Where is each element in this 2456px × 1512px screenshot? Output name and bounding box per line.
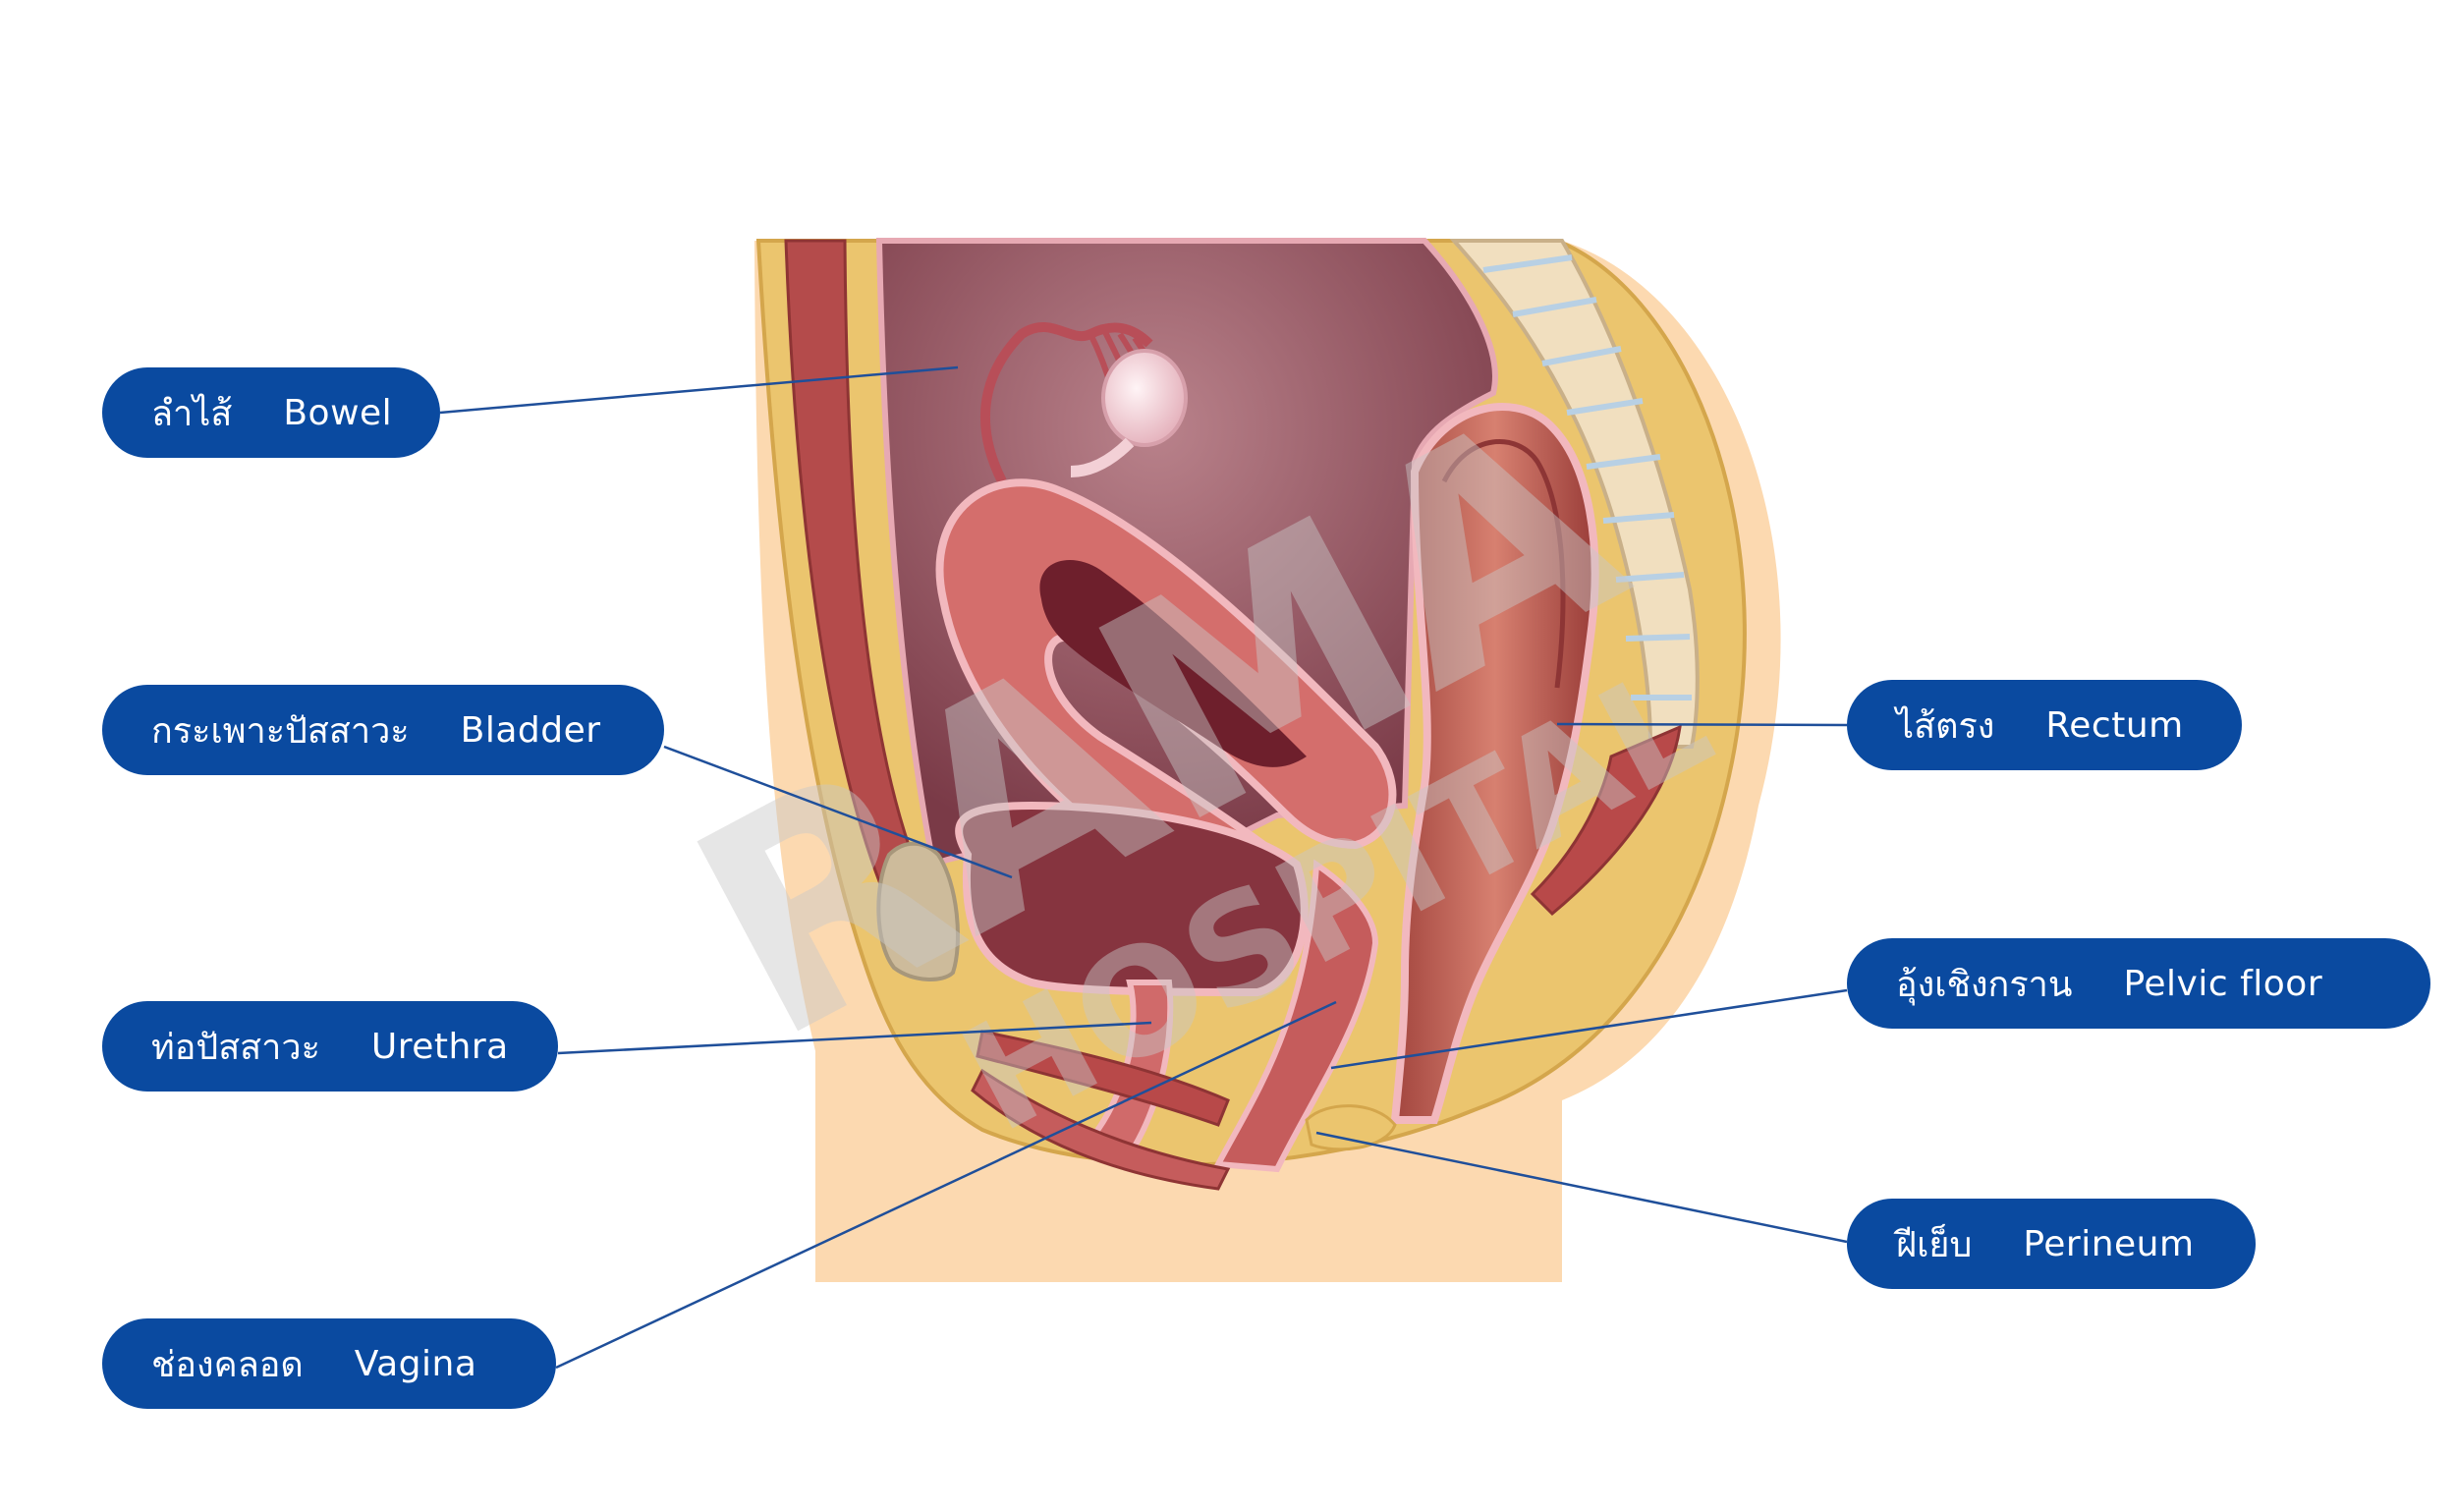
label-vagina-en: Vagina xyxy=(354,1343,477,1384)
label-bowel-en: Bowel xyxy=(283,392,393,433)
label-perineum: ฝีเย็บ Perineum xyxy=(1847,1199,2256,1289)
label-perineum-en: Perineum xyxy=(2023,1223,2195,1264)
label-rectum-th: ไส้ตรง xyxy=(1896,705,1995,747)
rectum xyxy=(1390,403,1599,1124)
pubic-bone xyxy=(876,841,960,981)
label-bowel-th: ลำไส้ xyxy=(151,393,233,434)
label-rectum-en: Rectum xyxy=(2045,704,2184,746)
ovarian-ligament xyxy=(1070,437,1135,477)
leader-urethra xyxy=(557,1021,1152,1055)
vagina xyxy=(1213,859,1379,1173)
bladder xyxy=(955,801,1309,997)
label-vagina-th: ช่องคลอด xyxy=(151,1344,304,1385)
label-vagina: ช่องคลอด Vagina xyxy=(102,1318,556,1409)
spine xyxy=(1449,239,1700,749)
label-pelvic-floor-en: Pelvic floor xyxy=(2123,963,2323,1004)
leader-pelvic xyxy=(1330,988,1848,1070)
label-perineum-th: ฝีเย็บ xyxy=(1896,1224,1973,1265)
label-urethra-en: Urethra xyxy=(370,1026,509,1067)
rectal-wall-inner xyxy=(1441,439,1566,689)
label-bladder: กระเพาะปัสสาวะ Bladder xyxy=(102,685,664,775)
leader-perineum xyxy=(1315,1131,1848,1244)
fallopian-tube xyxy=(979,322,1153,484)
label-rectum: ไส้ตรง Rectum xyxy=(1847,680,2242,770)
leader-rectum xyxy=(1556,722,1848,727)
label-bladder-en: Bladder xyxy=(460,709,601,751)
ovary xyxy=(1101,349,1188,447)
labia xyxy=(971,1068,1231,1191)
sacral-muscle xyxy=(1530,724,1682,917)
label-urethra-th: ท่อปัสสาวะ xyxy=(151,1027,320,1068)
pelvic-floor-muscle xyxy=(976,1030,1230,1127)
leader-bladder xyxy=(663,745,1013,879)
perineal-body xyxy=(1305,1104,1397,1151)
label-pelvic-floor-th: อุ้งเชิงกราน xyxy=(1896,964,2073,1005)
label-pelvic-floor: อุ้งเชิงกราน Pelvic floor xyxy=(1847,938,2430,1029)
label-bowel: ลำไส้ Bowel xyxy=(102,367,440,458)
uterine-cavity xyxy=(1039,560,1307,767)
leader-vagina xyxy=(555,1000,1337,1370)
leader-bowel xyxy=(439,365,959,415)
leader-lines xyxy=(439,365,1848,1370)
label-urethra: ท่อปัสสาวะ Urethra xyxy=(102,1001,558,1092)
label-bladder-th: กระเพาะปัสสาวะ xyxy=(151,710,410,752)
